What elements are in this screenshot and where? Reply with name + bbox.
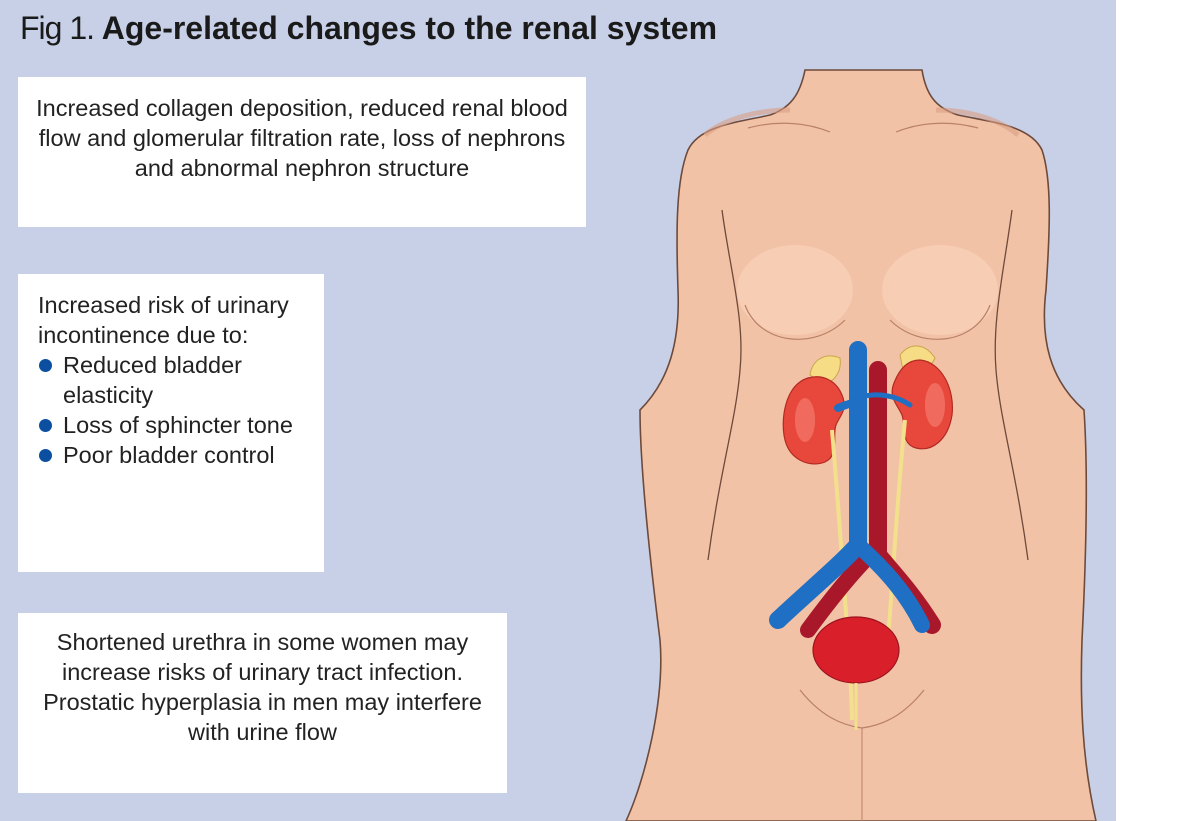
urethra-box: Shortened urethra in some women may incr…	[18, 613, 507, 793]
breast-shading	[737, 245, 853, 335]
figure: Fig 1. Age-related changes to the renal …	[0, 0, 1116, 821]
renal-vein	[855, 392, 913, 408]
bullet-item: Poor bladder control	[38, 440, 314, 470]
bullet-dot-icon	[39, 419, 52, 432]
urethra-text: Shortened urethra in some women may incr…	[43, 629, 482, 745]
groin-line	[861, 689, 925, 729]
kidney-highlight	[925, 383, 945, 427]
vena-cava-branch	[850, 537, 930, 633]
bladder	[812, 616, 900, 684]
incontinence-bullet-list: Reduced bladder elasticity Loss of sphin…	[38, 350, 314, 470]
kidney-changes-text: Increased collagen deposition, reduced r…	[36, 95, 568, 181]
ureter	[830, 429, 854, 721]
shoulder-shading	[703, 107, 791, 137]
figure-number: Fig 1.	[20, 10, 95, 46]
bullet-item: Reduced bladder elasticity	[38, 350, 314, 410]
bullet-text: Poor bladder control	[63, 442, 275, 468]
figure-title-text: Age-related changes to the renal system	[101, 10, 718, 46]
ureter	[886, 419, 907, 641]
figure-title: Fig 1. Age-related changes to the renal …	[20, 8, 717, 48]
kidney-highlight	[795, 398, 815, 442]
bullet-item: Loss of sphincter tone	[38, 410, 314, 440]
incontinence-box: Increased risk of urinary incontinence d…	[18, 274, 324, 572]
female-torso-renal-illustration	[625, 69, 1097, 821]
incontinence-intro: Increased risk of urinary incontinence d…	[38, 292, 289, 348]
breast-shading	[882, 245, 998, 335]
breast-outline	[889, 304, 991, 340]
bullet-dot-icon	[39, 449, 52, 462]
clavicle-line	[895, 122, 979, 133]
arm-line	[707, 209, 742, 561]
kidney-changes-box: Increased collagen deposition, reduced r…	[18, 77, 586, 227]
clavicle-line	[747, 122, 831, 133]
breast-outline	[744, 304, 846, 340]
arm-line	[994, 209, 1029, 561]
bullet-text: Loss of sphincter tone	[63, 412, 293, 438]
bullet-text: Reduced bladder elasticity	[63, 352, 242, 408]
bullet-dot-icon	[39, 359, 52, 372]
shoulder-shading	[935, 107, 1020, 137]
renal-vein	[834, 398, 862, 412]
